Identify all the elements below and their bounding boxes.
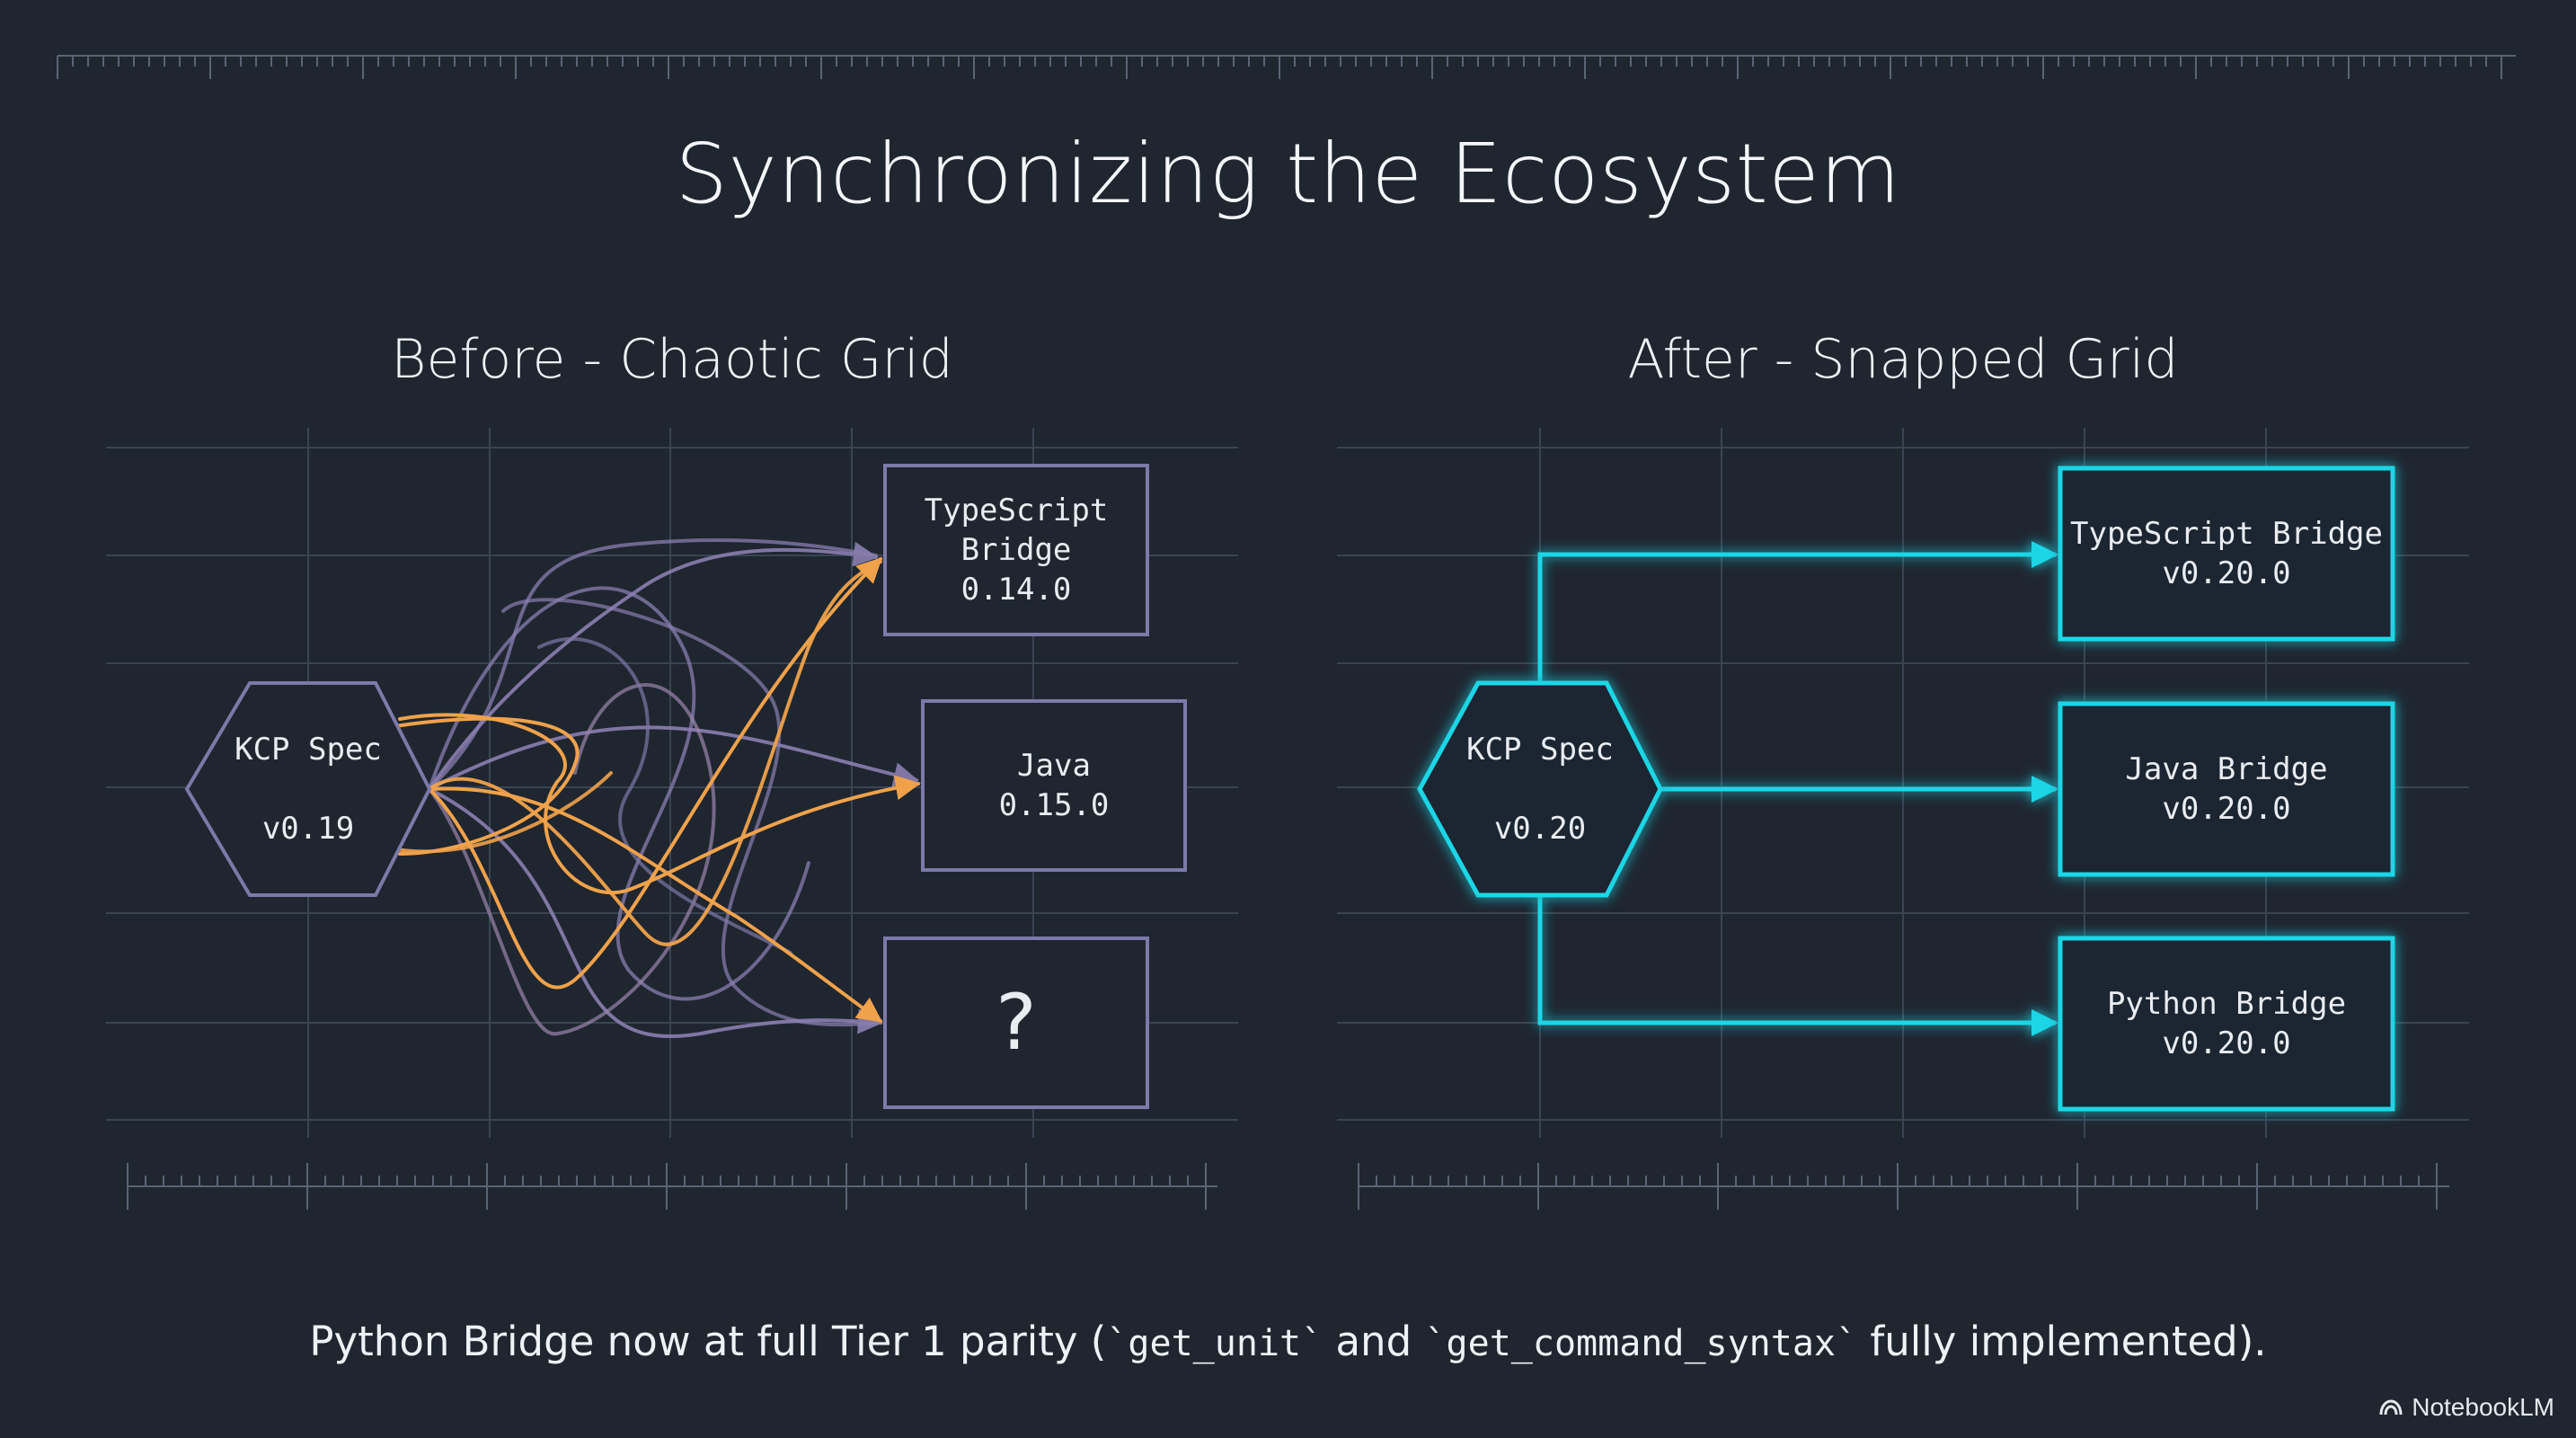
after-bottom-ruler xyxy=(1358,1163,2449,1210)
after-spec-name: KCP Spec xyxy=(1466,732,1614,768)
before-bottom-ruler xyxy=(127,1163,1217,1210)
before-unknown-box xyxy=(883,936,1149,1109)
footer-caption: Python Bridge now at full Tier 1 parity … xyxy=(0,1318,2576,1365)
tangle-line-3 xyxy=(428,725,919,791)
after-python-box xyxy=(2058,936,2395,1112)
before-java-label: Java 0.15.0 xyxy=(998,748,1110,823)
after-line-typescript xyxy=(1537,541,2058,683)
before-spec-hexagon xyxy=(184,681,432,897)
before-unknown-label: ? xyxy=(996,978,1037,1068)
after-connections xyxy=(1537,541,2058,1036)
tangle-orange-3 xyxy=(398,713,921,895)
before-spec-label: KCP Spec v0.19 xyxy=(187,732,429,847)
after-line-python xyxy=(1537,895,2058,1036)
tangle-line-2 xyxy=(428,537,878,791)
tangle-orange-2 xyxy=(428,557,882,990)
tangle-line-7 xyxy=(501,598,882,1027)
footer-prefix: Python Bridge now at full Tier 1 parity … xyxy=(309,1318,1107,1365)
before-spec-version: v0.19 xyxy=(261,811,355,847)
after-python-label: Python Bridge v0.20.0 xyxy=(2106,986,2347,1061)
tangle-line-5 xyxy=(428,586,810,1001)
footer-code-get-command-syntax: `get_command_syntax` xyxy=(1424,1323,1858,1364)
after-nodes xyxy=(1417,466,2395,1112)
after-spec-label: KCP Spec v0.20 xyxy=(1420,732,1660,847)
brand-mark: NotebookLM xyxy=(2379,1393,2554,1422)
footer-mid: and xyxy=(1323,1318,1425,1365)
after-typescript-label: TypeScript Bridge v0.20.0 xyxy=(2070,516,2383,591)
slide-title: Synchronizing the Ecosystem xyxy=(675,126,1901,222)
before-spec-name: KCP Spec xyxy=(235,732,382,768)
tangle-line-4 xyxy=(428,787,883,1038)
before-nodes xyxy=(184,464,1187,1109)
after-spec-hexagon xyxy=(1417,680,1663,898)
before-tangled-connections xyxy=(394,537,921,1038)
tangle-line-1 xyxy=(428,541,879,791)
before-typescript-box xyxy=(883,464,1149,636)
tangle-line-8 xyxy=(537,636,792,954)
before-panel-title: Before - Chaotic Grid xyxy=(391,328,953,391)
notebooklm-logo-icon xyxy=(2379,1399,2403,1416)
top-ruler xyxy=(57,55,2516,79)
footer-suffix: fully implemented). xyxy=(1857,1318,2267,1365)
after-panel-title: After - Snapped Grid xyxy=(1627,328,2179,391)
tangle-orange-5 xyxy=(394,771,613,854)
after-typescript-box xyxy=(2058,466,2395,642)
after-java-box xyxy=(2058,701,2395,877)
brand-name: NotebookLM xyxy=(2412,1393,2554,1421)
before-java-box xyxy=(921,699,1187,872)
before-typescript-label: TypeScript Bridge 0.14.0 xyxy=(924,493,1109,608)
after-spec-version: v0.20 xyxy=(1493,811,1587,847)
after-java-label: Java Bridge v0.20.0 xyxy=(2125,751,2328,827)
footer-code-get-unit: `get_unit` xyxy=(1106,1323,1323,1364)
